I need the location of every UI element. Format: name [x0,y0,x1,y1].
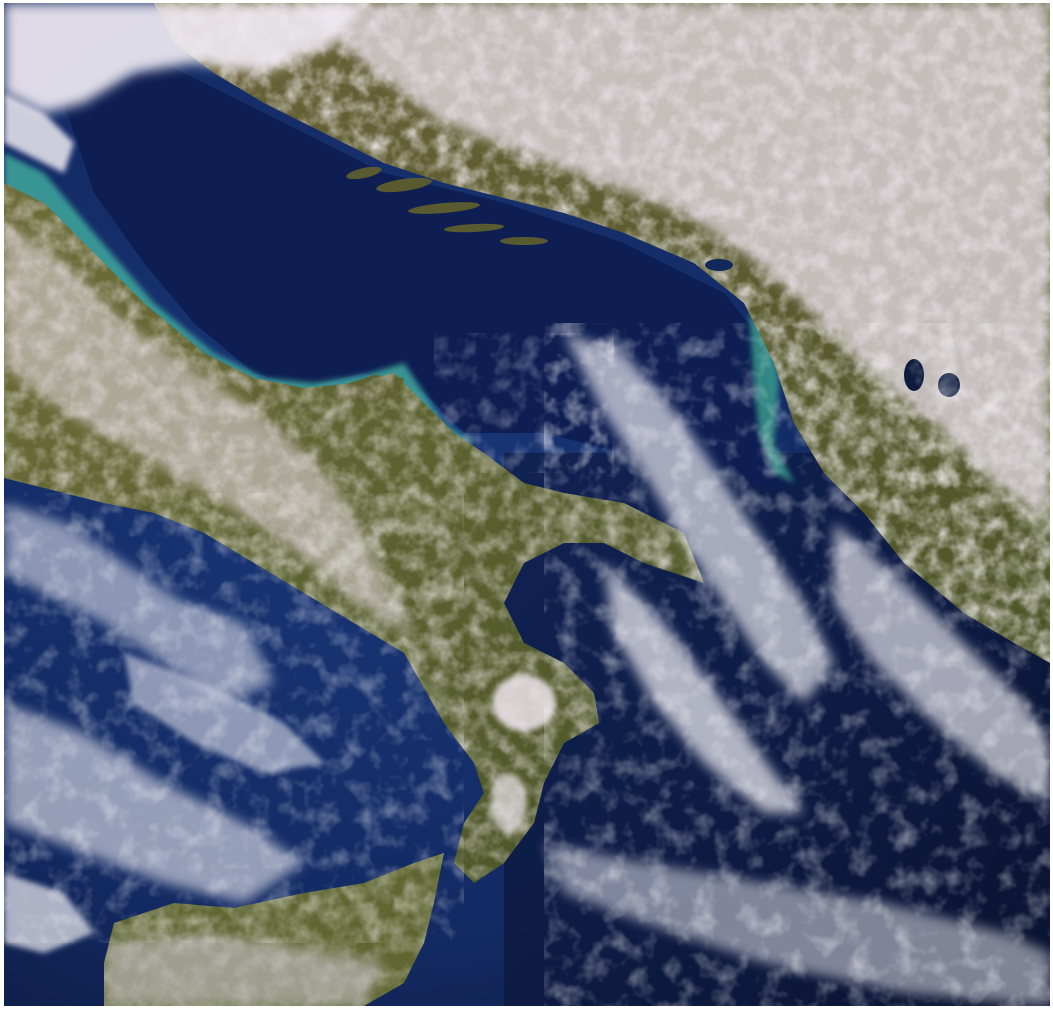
satellite-image [4,3,1050,1006]
satellite-image-frame [4,3,1050,1006]
sicily-haze [104,933,384,1006]
aspromonte-snow [491,773,527,833]
lake-skadar [705,259,733,271]
cumulus-texture-west [4,493,464,943]
cloud-streak-west [4,93,74,173]
cumulus-texture-east [544,323,1050,1006]
cumulus-texture-adriatic [434,333,614,473]
cloud-northwest [4,3,364,113]
balkan-snow [304,3,1050,523]
dalmatian-islands [346,166,548,245]
sila-snow [492,675,556,731]
